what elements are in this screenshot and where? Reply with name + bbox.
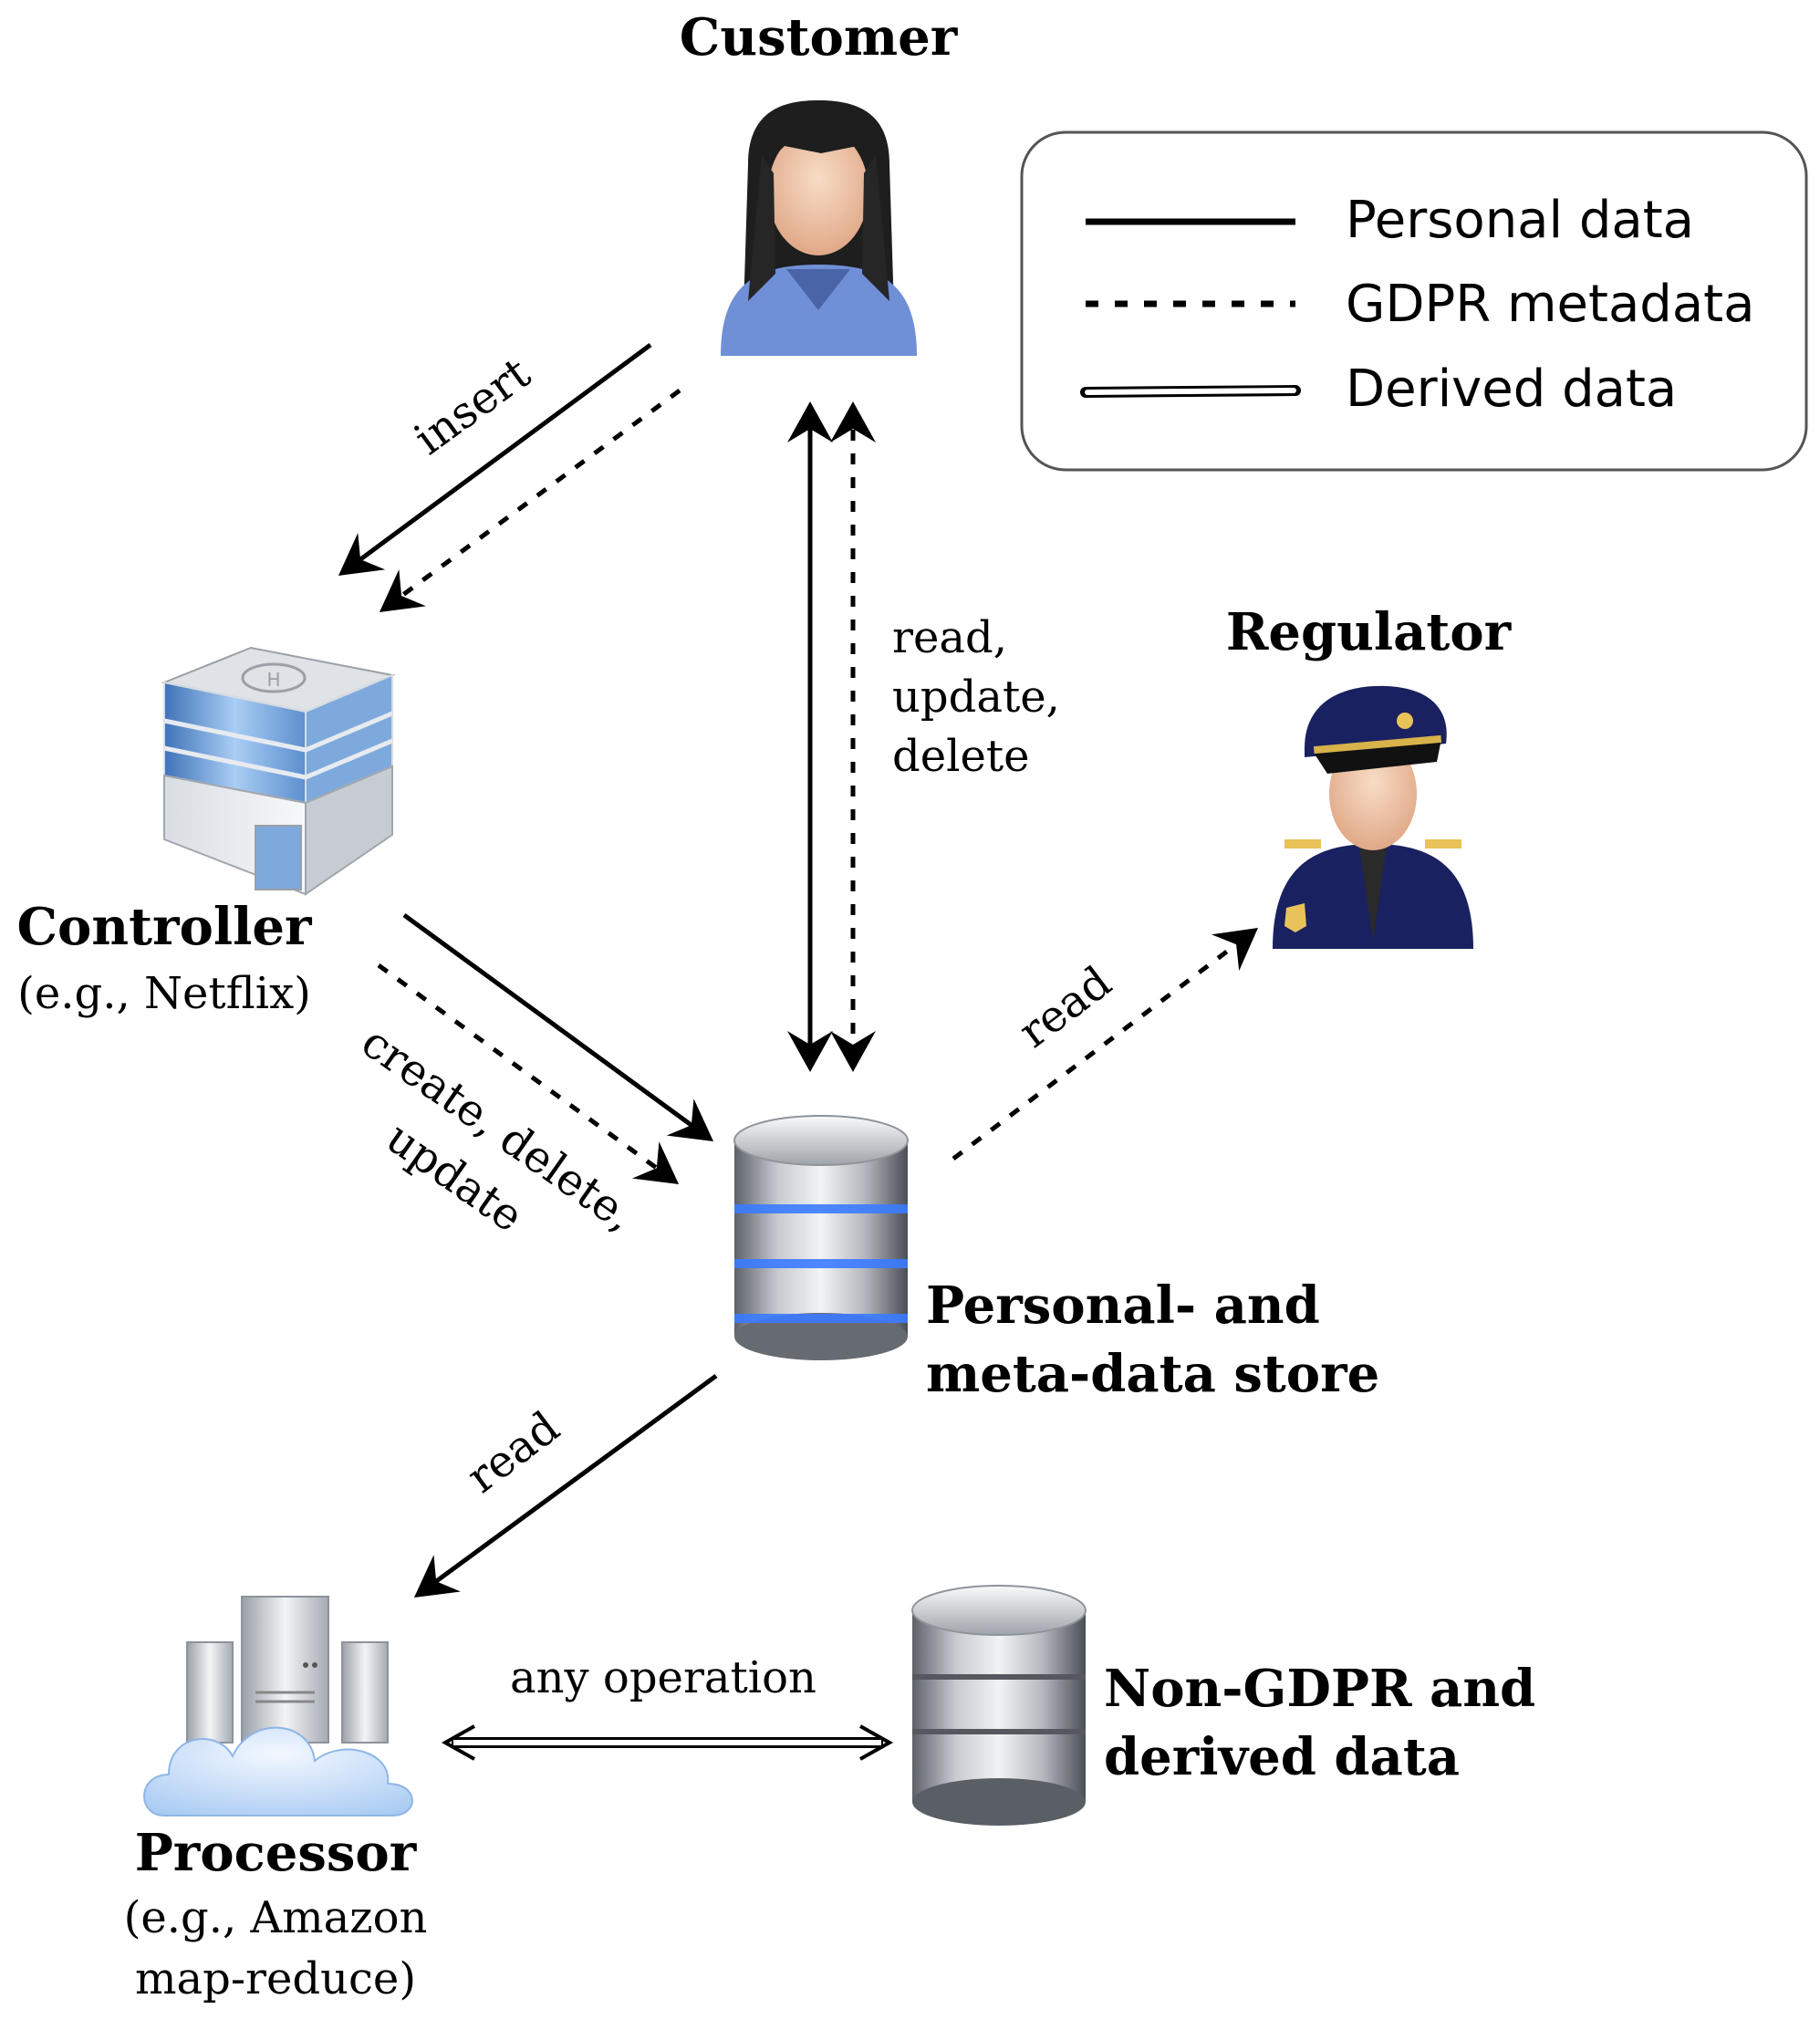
edge-any-operation-head-left (441, 1724, 475, 1761)
edge-insert-personal (338, 342, 652, 576)
legend: Personal data GDPR metadata Derived data (1020, 130, 1808, 472)
legend-double-line-inner (1085, 388, 1296, 395)
office-building-icon: H (161, 646, 396, 896)
legend-derived-data: Derived data (1346, 359, 1677, 419)
database-gray-icon (911, 1585, 1087, 1826)
customer-woman-icon (721, 100, 917, 356)
processor-subtitle-line2: map-reduce) (135, 1953, 416, 2004)
edge-read-regulator (952, 927, 1258, 1161)
edge-label-insert: insert (405, 348, 539, 465)
store-title-line1: Personal- and (926, 1275, 1320, 1336)
store-node: Personal- and meta-data store (733, 1115, 1379, 1404)
store-title-line2: meta-data store (926, 1344, 1379, 1404)
controller-node: H Controller (e.g., Netflix) (16, 646, 396, 1019)
edges: insert read, update, delete create, dele… (338, 342, 1258, 1761)
edge-label-rud-line2: update, (892, 671, 1060, 723)
regulator-title: Regulator (1226, 602, 1513, 662)
nongdpr-title-line2: derived data (1104, 1727, 1460, 1787)
server-cloud-icon (143, 1596, 413, 1817)
edge-read-processor (413, 1373, 718, 1598)
edge-label-rud-line3: delete (892, 731, 1030, 782)
svg-text:H: H (266, 669, 280, 691)
legend-box (1020, 130, 1808, 472)
processor-subtitle-line1: (e.g., Amazon (124, 1892, 428, 1943)
regulator-node: Regulator (1226, 602, 1513, 949)
edge-label-read-processor: read (458, 1401, 569, 1503)
edge-label-any-operation: any operation (510, 1652, 816, 1703)
edge-any-operation-head-right (859, 1724, 894, 1761)
database-blue-icon (733, 1115, 909, 1360)
edge-label-rud-line1: read, (892, 612, 1007, 663)
legend-gdpr-metadata: GDPR metadata (1346, 275, 1754, 334)
legend-personal-data: Personal data (1346, 191, 1694, 250)
edge-cdu-personal (402, 912, 714, 1141)
nongdpr-title-line1: Non-GDPR and (1104, 1659, 1535, 1719)
police-officer-icon (1273, 685, 1473, 949)
customer-title: Customer (680, 7, 959, 68)
controller-title: Controller (16, 897, 313, 957)
customer-node: Customer (680, 7, 959, 356)
nongdpr-node: Non-GDPR and derived data (911, 1585, 1535, 1826)
controller-subtitle: (e.g., Netflix) (17, 968, 311, 1019)
processor-title: Processor (135, 1823, 418, 1883)
processor-node: Processor (e.g., Amazon map-reduce) (124, 1596, 428, 2004)
